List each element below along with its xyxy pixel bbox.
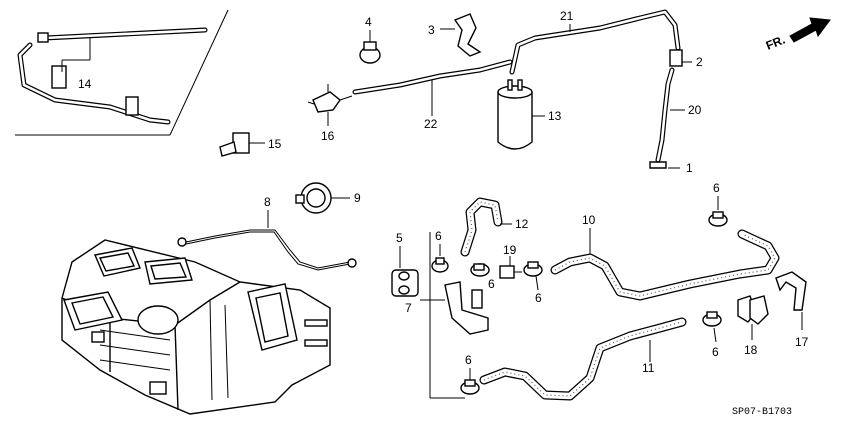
callout-1: 1 <box>686 161 693 175</box>
hose-21 <box>509 9 681 75</box>
grommet-5 <box>391 246 419 297</box>
clamp-3 <box>440 13 482 57</box>
callout-6-b: 6 <box>488 277 495 291</box>
callout-13: 13 <box>548 109 562 123</box>
callout-2: 2 <box>696 55 703 69</box>
callout-6-e: 6 <box>712 345 719 359</box>
callout-12: 12 <box>515 217 529 231</box>
hose-10 <box>550 228 780 301</box>
diagram-code: SP07-B1703 <box>732 407 792 418</box>
hose-11 <box>479 317 687 401</box>
callout-6-c: 6 <box>535 291 542 305</box>
callout-14: 14 <box>78 77 92 91</box>
direction-label: FR. <box>764 33 787 53</box>
fitting-19 <box>499 256 522 279</box>
callout-20: 20 <box>688 103 702 117</box>
callout-22: 22 <box>424 117 438 131</box>
callout-11: 11 <box>642 361 655 375</box>
callout-17: 17 <box>795 335 809 349</box>
callout-7: 7 <box>405 301 412 315</box>
callout-15: 15 <box>268 137 282 151</box>
grommet-9 <box>295 182 350 214</box>
hose-12 <box>460 197 512 257</box>
inset-panel <box>15 9 229 136</box>
callout-6-a: 6 <box>435 229 442 243</box>
bracket-7 <box>420 232 489 399</box>
callout-18: 18 <box>744 343 758 357</box>
hose-20 <box>655 67 685 163</box>
callout-9: 9 <box>354 191 361 205</box>
callout-16: 16 <box>321 129 335 143</box>
callout-4: 4 <box>365 15 372 29</box>
clamp-6f <box>460 368 480 395</box>
callout-6-d: 6 <box>713 181 720 195</box>
callout-5: 5 <box>396 231 403 245</box>
clamp-17 <box>775 271 807 330</box>
hose-22 <box>352 59 513 116</box>
valve-4 <box>359 30 381 64</box>
callout-10: 10 <box>582 213 596 227</box>
callout-6-f: 6 <box>465 353 472 367</box>
callout-3: 3 <box>428 23 435 37</box>
tee-1 <box>649 161 680 169</box>
joint-2 <box>669 49 692 67</box>
callout-21: 21 <box>560 9 574 23</box>
clamp-6d <box>708 196 728 227</box>
heater-unit <box>61 239 331 415</box>
tube-assembly-14 <box>17 27 208 125</box>
callout-19: 19 <box>503 243 517 257</box>
control-cable-8 <box>177 210 357 271</box>
connector-15 <box>219 132 265 157</box>
callout-8: 8 <box>264 195 271 209</box>
front-direction-arrow <box>789 17 831 43</box>
clamp-6a <box>431 244 449 273</box>
fitting-16 <box>307 84 353 126</box>
canister-13 <box>497 79 545 150</box>
clamp-6c <box>523 261 543 291</box>
clamp-6b <box>470 263 490 277</box>
clamp-6e <box>702 311 722 343</box>
clamp-18 <box>737 295 769 340</box>
